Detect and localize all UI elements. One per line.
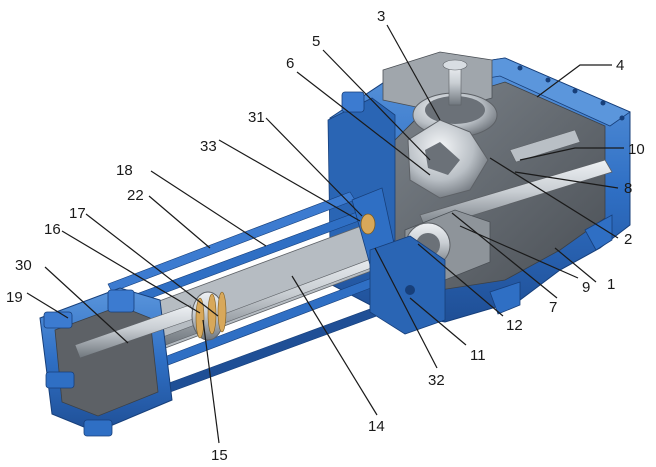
housing-bolts: [517, 65, 625, 121]
end-cap-assembly: [39, 287, 227, 437]
callout-16: 16: [44, 221, 61, 238]
leader-9: [459, 225, 579, 279]
leader-33: [218, 139, 361, 222]
leader-7: [451, 212, 558, 299]
callout-30: 30: [15, 257, 32, 274]
leader-8: [514, 171, 619, 189]
callout-14: 14: [368, 418, 385, 435]
leader-11: [409, 297, 467, 346]
leader-18: [150, 170, 267, 247]
leader-17: [85, 213, 219, 317]
leader-10: [519, 147, 624, 161]
leader-30: [44, 266, 129, 344]
callout-22: 22: [127, 187, 144, 204]
callout-11: 11: [470, 347, 486, 364]
leader-14: [291, 275, 378, 416]
callout-19: 19: [6, 289, 23, 306]
callout-7: 7: [549, 299, 557, 316]
leader-15: [202, 319, 220, 444]
leader-1: [554, 247, 597, 283]
callout-3: 3: [377, 8, 385, 25]
callout-8: 8: [624, 180, 632, 197]
leader-lines: [26, 24, 624, 444]
leader-3: [386, 24, 441, 121]
callout-12: 12: [506, 317, 523, 334]
callout-33: 33: [200, 138, 217, 155]
callout-5: 5: [312, 33, 320, 50]
callout-17: 17: [69, 205, 86, 222]
callout-1: 1: [607, 276, 615, 293]
leader-4: [536, 64, 612, 98]
callout-15: 15: [211, 447, 228, 464]
leader-6: [296, 71, 431, 176]
leader-12: [417, 243, 504, 317]
callout-18: 18: [116, 162, 133, 179]
leader-16: [61, 230, 201, 314]
leader-31: [265, 117, 363, 217]
leader-22: [148, 195, 211, 249]
callout-31: 31: [248, 109, 265, 126]
leader-5: [322, 49, 431, 161]
leader-2: [489, 157, 619, 239]
callout-6: 6: [286, 55, 294, 72]
callout-2: 2: [624, 231, 632, 248]
callout-9: 9: [582, 279, 590, 296]
front-lower-block: [369, 235, 446, 335]
leader-32: [374, 247, 438, 369]
callout-4: 4: [616, 57, 624, 74]
callout-10: 10: [628, 141, 645, 158]
callout-labels: 1 2 3 4 5 6 7 8 9 10 11 12 14 15 16 17 1…: [6, 8, 645, 464]
callout-32: 32: [428, 372, 445, 389]
leader-19: [26, 292, 69, 319]
